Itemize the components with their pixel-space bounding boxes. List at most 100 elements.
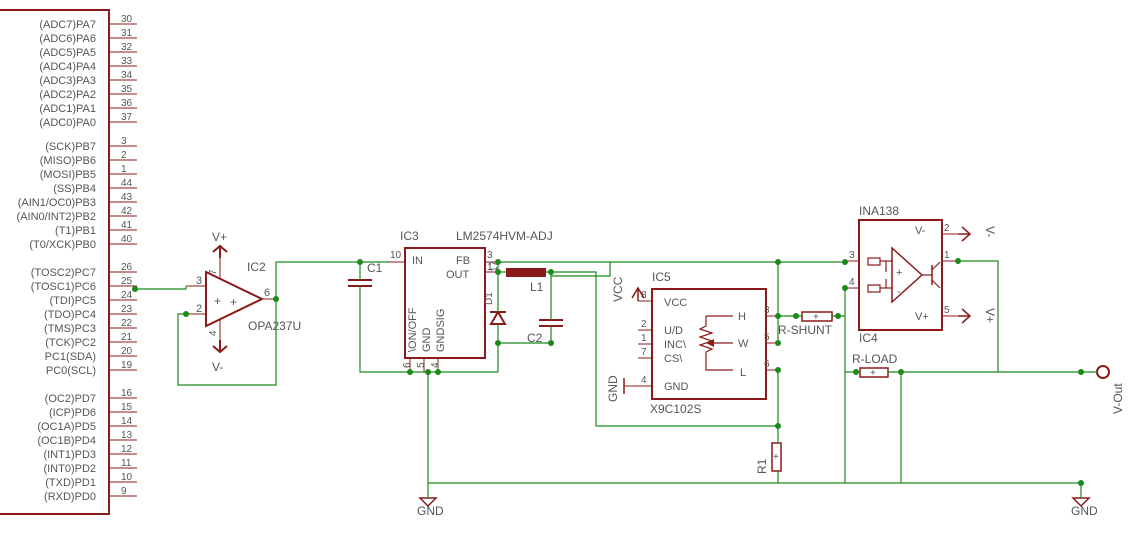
mcu-pin-number: 26 xyxy=(121,262,133,273)
mcu-pin-label: (SS)PB4 xyxy=(53,183,96,195)
ic5-pin-7: 7 xyxy=(641,347,647,358)
ic5-digipot: IC5 X9C102S VCC U/D INC\ CS\ GND H W L 8… xyxy=(606,270,778,416)
mcu-pin-number: 41 xyxy=(121,220,133,231)
mcu-pin-number: 43 xyxy=(121,192,133,203)
ic5-h-label: H xyxy=(738,311,746,323)
mcu-pin-number: 33 xyxy=(121,56,133,67)
ic5-cs-label: CS\ xyxy=(664,353,683,365)
ic5-vcc-pin: VCC xyxy=(664,297,687,309)
mcu-pin-row: (SS)PB4 44 xyxy=(53,178,137,195)
mcu-pin-label: (INT0)PD2 xyxy=(43,463,96,475)
mcu-pin-number: 42 xyxy=(121,206,133,217)
ic5-gnd-label: GND xyxy=(664,381,689,393)
mcu-pin-number: 37 xyxy=(121,112,133,123)
r1-label: R1 xyxy=(755,458,769,474)
ic4-pin-3: 3 xyxy=(849,250,855,261)
ic5-pin-3: 3 xyxy=(764,305,770,316)
mcu-pin-label: (ADC2)PA2 xyxy=(39,89,96,101)
mcu-pin-label: (OC1B)PD4 xyxy=(37,435,96,447)
mcu-pin-label: (ADC3)PA3 xyxy=(39,75,96,87)
vout-terminal: V-Out xyxy=(1096,365,1125,414)
ic2-opamp: + + 3 2 6 7 4 V+ V- IC2 OPA237U xyxy=(186,230,301,374)
mcu-pin-row: (ADC3)PA3 34 xyxy=(39,70,137,87)
gnd-symbol-left: GND xyxy=(417,497,444,518)
ic3-onoff-label: \ON/OFF xyxy=(407,307,419,352)
ic3-pin-4: 4 xyxy=(430,362,441,368)
ic4-name: INA138 xyxy=(859,204,899,218)
mcu-pin-number: 15 xyxy=(121,402,133,413)
ic3-pin-6: 6 xyxy=(402,362,413,368)
ic4-minus-sign: - xyxy=(897,286,901,298)
mcu-pin-label: (ADC4)PA4 xyxy=(39,61,96,73)
ic4-vplus-arrow-label: V+ xyxy=(983,308,997,323)
ic4-vplus-label: V+ xyxy=(915,311,929,323)
d1-label: D1 xyxy=(484,292,495,305)
inductor-l1: L1 xyxy=(506,268,546,294)
ic3-fb-label: FB xyxy=(456,255,470,267)
mcu-pin-label: (TOSC2)PC7 xyxy=(31,267,96,279)
ic3-in-label: IN xyxy=(412,255,423,267)
resistor-r-load: + R-LOAD xyxy=(852,352,898,379)
mcu-pin-label: (MOSI)PB5 xyxy=(40,169,96,181)
mcu-pin-label: (T1)PB1 xyxy=(55,225,96,237)
ic2-name: IC2 xyxy=(247,260,266,274)
ic5-w-label: W xyxy=(738,338,749,350)
mcu-pin-label: (SCK)PB7 xyxy=(45,141,96,153)
ic2-pin-7: 7 xyxy=(208,269,219,275)
mcu-pin-label: (OC1A)PD5 xyxy=(37,421,96,433)
mcu-pin-label: (ADC0)PA0 xyxy=(39,117,96,129)
ic5-pin-6: 6 xyxy=(764,359,770,370)
ic3-value: LM2574HVM-ADJ xyxy=(456,229,553,243)
ic3-pin-3: 3 xyxy=(487,250,493,261)
ic5-pin-4: 4 xyxy=(641,375,647,386)
ic2-pin-3: 3 xyxy=(196,275,202,287)
l1-label: L1 xyxy=(530,280,544,294)
mcu-pin-label: (INT1)PD3 xyxy=(43,449,96,461)
ic5-pin-1: 1 xyxy=(641,333,647,344)
ic2-plus-sign-2: + xyxy=(230,295,237,309)
mcu-pin-label: (TDO)PC4 xyxy=(44,309,96,321)
ic3-pin-10: 10 xyxy=(390,250,402,261)
ic2-pin-6: 6 xyxy=(264,287,270,299)
ic5-pin-8: 8 xyxy=(641,290,647,301)
vcc-symbol-label: VCC xyxy=(611,276,625,302)
mcu-pin-number: 44 xyxy=(121,178,133,189)
ic5-pin-5: 5 xyxy=(764,332,770,343)
mcu-pin-label: (TCK)PC2 xyxy=(45,337,96,349)
mcu-pin-label: (MISO)PB6 xyxy=(40,155,96,167)
ic4-vminus-arrow-label: V- xyxy=(983,226,997,237)
mcu-pin-number: 34 xyxy=(121,70,133,81)
mcu-pin-number: 23 xyxy=(121,304,133,315)
ic5-value: X9C102S xyxy=(650,402,701,416)
gnd-label-right: GND xyxy=(1071,504,1098,518)
ic2-vminus-label: V- xyxy=(212,360,223,374)
ic3-gndsig-label: GNDSIG xyxy=(435,309,447,352)
r-shunt-label: R-SHUNT xyxy=(778,323,833,337)
ic2-plus-sign: + xyxy=(214,294,221,308)
resistor-r1: + R1 xyxy=(755,442,782,474)
ic4-current-monitor: INA138 IC4 V- V+ + - 3 4 1 2 5 V- V+ xyxy=(845,204,997,345)
ic2-pin-4: 4 xyxy=(208,330,219,336)
mcu-pin-label: (ADC6)PA6 xyxy=(39,33,96,45)
mcu-pin-row: PC0(SCL)19 xyxy=(46,360,137,377)
mcu-pin-label: (TOSC1)PC6 xyxy=(31,281,96,293)
ic5-inc-label: INC\ xyxy=(664,339,687,351)
mcu-pin-number: 25 xyxy=(121,276,133,287)
svg-text:+: + xyxy=(813,312,819,323)
mcu-pin-number: 19 xyxy=(121,360,133,371)
mcu-pin-row: (TOSC1)PC6 25 xyxy=(31,276,137,293)
mcu-pin-row: PC1(SDA)20 xyxy=(45,346,137,363)
mcu-pin-label: (TXD)PD1 xyxy=(45,477,96,489)
